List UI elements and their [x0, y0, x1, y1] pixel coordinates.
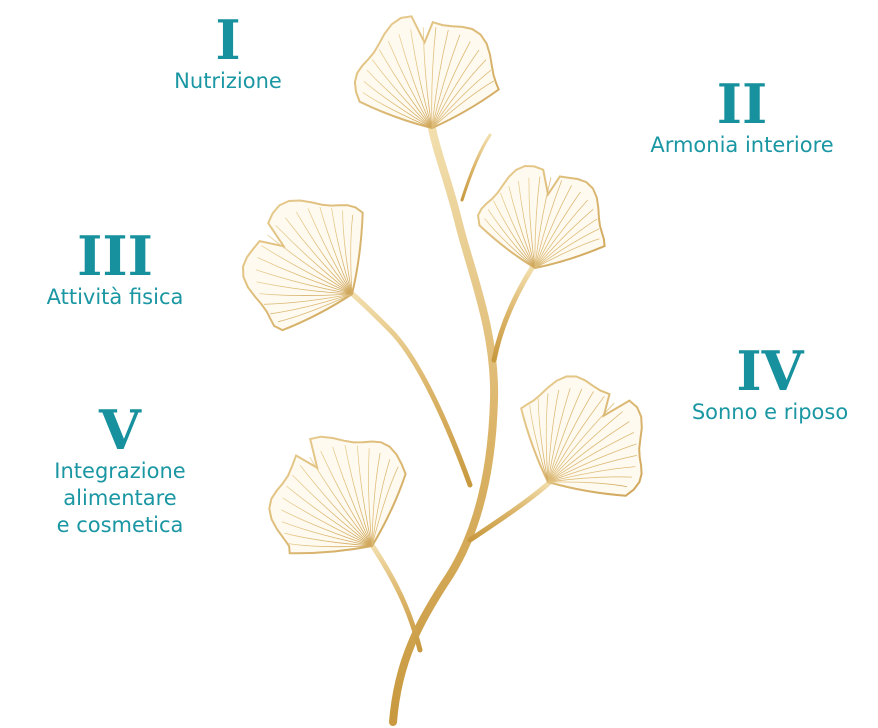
pillar-2-label: Armonia interiore [622, 132, 862, 159]
pillar-4-numeral: IV [670, 343, 870, 399]
ginkgo-leaf [243, 201, 363, 331]
pillar-5-numeral: V [20, 402, 220, 458]
pillar-3-label: Attività fisica [10, 284, 220, 311]
pillar-5-label-line-2: alimentare [20, 485, 220, 512]
pillar-3-numeral: III [10, 228, 220, 284]
pillar-1-label: Nutrizione [148, 68, 308, 95]
ginkgo-leaf [478, 166, 605, 268]
ginkgo-leaf-outline [355, 16, 499, 128]
pillar-5: V Integrazione alimentare e cosmetica [20, 402, 220, 539]
ginkgo-leaf [355, 16, 499, 128]
pillar-4: IV Sonno e riposo [670, 343, 870, 426]
ginkgo-leaves [243, 16, 642, 553]
pillar-1: I Nutrizione [148, 12, 308, 95]
pillar-4-label: Sonno e riposo [670, 399, 870, 426]
ginkgo-leaf [521, 376, 642, 495]
ginkgo-leaf [269, 437, 405, 554]
pillar-2: II Armonia interiore [622, 76, 862, 159]
pillar-2-numeral: II [622, 76, 862, 132]
ginkgo-leaf-outline [521, 376, 642, 495]
pillar-1-numeral: I [148, 12, 308, 68]
ginkgo-leaf-outline [478, 166, 605, 268]
pillar-5-label-line-1: Integrazione [20, 458, 220, 485]
pillar-5-label-line-3: e cosmetica [20, 512, 220, 539]
pillar-3: III Attività fisica [10, 228, 220, 311]
ginkgo-leaf-outline [269, 437, 405, 554]
ginkgo-leaf-outline [243, 201, 363, 331]
